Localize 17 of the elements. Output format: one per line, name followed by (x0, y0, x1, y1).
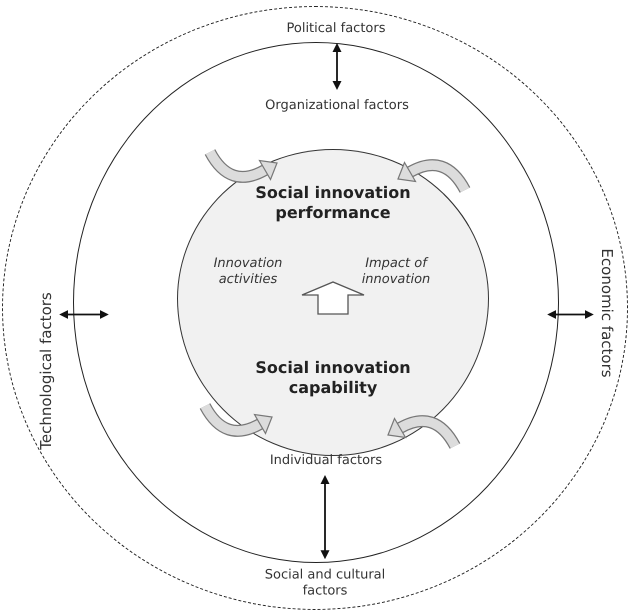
double-arrow (59, 310, 109, 319)
circle (73, 42, 559, 563)
heading: Social innovation capability (254, 358, 412, 398)
factor-label: Organizational factors (265, 98, 409, 114)
double-arrow (332, 43, 342, 90)
double-arrow (547, 310, 594, 319)
italic-label: Impact of innovation (360, 256, 432, 288)
factor-label: Social and cultural factors (250, 567, 400, 599)
double-arrow (320, 475, 330, 560)
dashed-circle (2, 6, 628, 610)
heading: Social innovation performance (254, 183, 412, 223)
block-arrow (301, 281, 365, 315)
factor-label: Political factors (286, 21, 386, 37)
factor-label: Economic factors (598, 248, 616, 378)
factor-label: Technological factors (37, 292, 55, 450)
factor-label: Individual factors (270, 453, 382, 469)
italic-label: Innovation activities (212, 256, 284, 288)
